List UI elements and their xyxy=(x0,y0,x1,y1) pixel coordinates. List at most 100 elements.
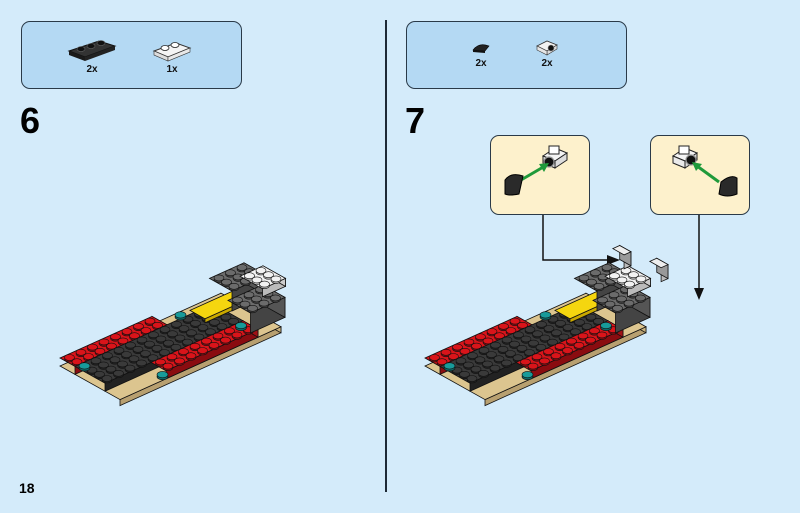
stud xyxy=(590,269,601,276)
black-plate-icon xyxy=(67,40,117,61)
stud xyxy=(228,282,240,290)
stud xyxy=(574,318,585,326)
stud xyxy=(597,296,608,304)
part-black-plate: 2x xyxy=(67,39,117,75)
step-number: 7 xyxy=(405,100,426,141)
stud xyxy=(243,291,255,299)
stud xyxy=(635,294,646,302)
stud xyxy=(608,291,620,299)
stud xyxy=(244,272,255,279)
stud xyxy=(471,342,482,350)
part-white-bracket: 2x xyxy=(535,37,559,69)
stud xyxy=(251,276,263,284)
stud xyxy=(532,330,543,337)
stud xyxy=(247,304,258,312)
stud xyxy=(178,325,190,332)
stud xyxy=(578,274,590,282)
stud xyxy=(136,336,148,344)
stud xyxy=(186,329,197,336)
stud xyxy=(585,313,597,321)
stud xyxy=(251,295,262,303)
stud xyxy=(604,300,616,308)
stud xyxy=(539,334,551,342)
left-connector-arrow xyxy=(542,215,610,261)
stud xyxy=(466,375,478,382)
teal-round-plate xyxy=(600,321,612,329)
stud xyxy=(486,351,497,358)
callout-left-illustration xyxy=(504,145,569,196)
stud xyxy=(554,343,566,350)
stud xyxy=(167,330,178,337)
stud xyxy=(566,337,577,345)
stud xyxy=(493,355,505,362)
stud xyxy=(259,280,270,288)
stud xyxy=(539,357,550,365)
gray-brick-front xyxy=(592,284,651,334)
stud xyxy=(147,354,159,361)
stud xyxy=(536,320,547,328)
stud xyxy=(501,359,512,367)
stud xyxy=(459,371,470,378)
stud xyxy=(236,264,248,271)
stud xyxy=(159,326,171,333)
stud xyxy=(512,354,524,361)
stud xyxy=(517,321,528,329)
stud xyxy=(624,280,635,288)
white-rail-plate xyxy=(604,265,652,298)
stud xyxy=(64,354,75,361)
stud xyxy=(209,318,220,326)
stud xyxy=(148,331,159,338)
stud xyxy=(189,343,201,350)
stud xyxy=(612,304,623,312)
white-rail-plate-icon xyxy=(152,42,192,62)
stud xyxy=(551,329,562,336)
teal-round-plate xyxy=(443,362,456,370)
stud xyxy=(550,352,562,359)
stud xyxy=(151,345,163,352)
stud xyxy=(520,358,531,366)
stud xyxy=(129,332,140,339)
stud xyxy=(270,294,281,302)
teal-round-plate xyxy=(174,311,187,319)
stud xyxy=(528,339,539,347)
stud xyxy=(220,336,231,344)
stud xyxy=(144,317,156,325)
stud xyxy=(596,331,608,339)
stud xyxy=(482,360,493,368)
stud xyxy=(197,324,209,331)
black-quarter-tile-icon xyxy=(472,44,490,53)
stud xyxy=(628,271,639,278)
stud xyxy=(448,353,459,360)
stud xyxy=(543,325,555,332)
stud xyxy=(221,278,232,286)
stud xyxy=(190,319,201,327)
stud xyxy=(509,317,521,325)
stud xyxy=(212,332,224,340)
stud xyxy=(543,348,554,355)
stud xyxy=(577,332,589,340)
stud xyxy=(258,299,270,307)
stud xyxy=(166,353,178,360)
stud xyxy=(429,354,440,361)
stud xyxy=(125,341,136,349)
stud xyxy=(470,365,482,373)
stud xyxy=(585,336,596,344)
stud xyxy=(535,344,547,351)
stud xyxy=(162,362,174,370)
stud xyxy=(436,358,448,365)
stud xyxy=(174,357,185,365)
step-7-parts-box: 2x 2x xyxy=(406,21,627,89)
stud xyxy=(94,348,106,355)
part-quantity: 2x xyxy=(475,58,487,69)
stud xyxy=(124,364,136,372)
step-6-assembly-illustration xyxy=(59,262,287,407)
stud xyxy=(110,333,121,340)
stud xyxy=(155,335,167,343)
stud xyxy=(140,327,152,334)
stud xyxy=(531,353,543,360)
stud xyxy=(490,341,501,349)
white-bracket-back xyxy=(611,244,632,270)
stud xyxy=(102,352,113,359)
stud xyxy=(547,338,558,346)
stud xyxy=(573,342,585,349)
